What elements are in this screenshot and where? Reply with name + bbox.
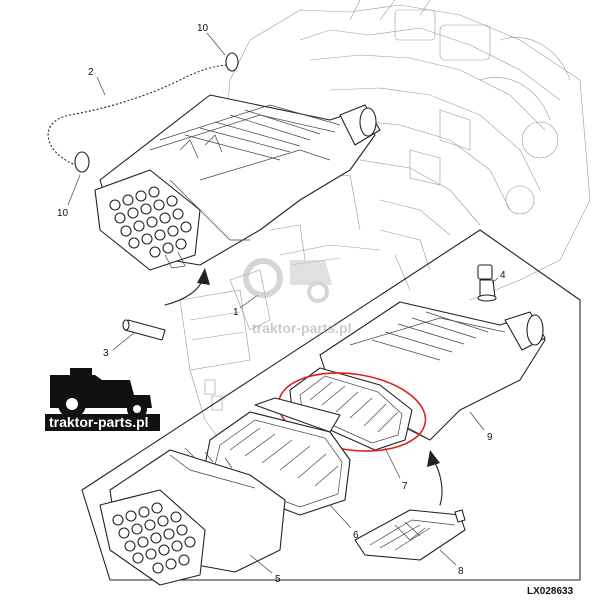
arrow-to-assembly [164,268,210,306]
callout-9: 9 [487,432,493,443]
callout-10-left: 10 [57,208,69,219]
callout-5: 5 [275,574,281,585]
callout-6: 6 [353,530,359,541]
exploded-view-frame [81,229,581,581]
dust-valve-part-8 [354,509,466,561]
watermark-center: traktor-parts.pl [243,258,352,336]
leader-lines [67,32,499,574]
tractor-engine-background [179,0,591,441]
traktor-parts-logo: traktor-parts.pl [45,365,160,435]
callout-7: 7 [402,481,408,492]
air-filter-assembly-top [44,52,381,271]
logo-text: traktor-parts.pl [49,414,149,430]
callout-1: 1 [233,307,239,318]
callout-4: 4 [500,270,506,281]
cyclone-tubes-bottom [112,502,196,574]
callout-2: 2 [88,67,94,78]
watermark-text: traktor-parts.pl [252,320,352,336]
callout-10-top: 10 [197,23,209,34]
cyclone-tubes-top [109,186,192,258]
pin-part-3 [122,319,166,341]
arrow-to-housing [427,450,443,506]
callout-8: 8 [458,566,464,577]
diagram-code: LX028633 [527,586,574,597]
callout-3: 3 [103,348,109,359]
end-cap-part-5 [99,447,286,586]
restriction-sensor-part-4 [477,264,497,302]
